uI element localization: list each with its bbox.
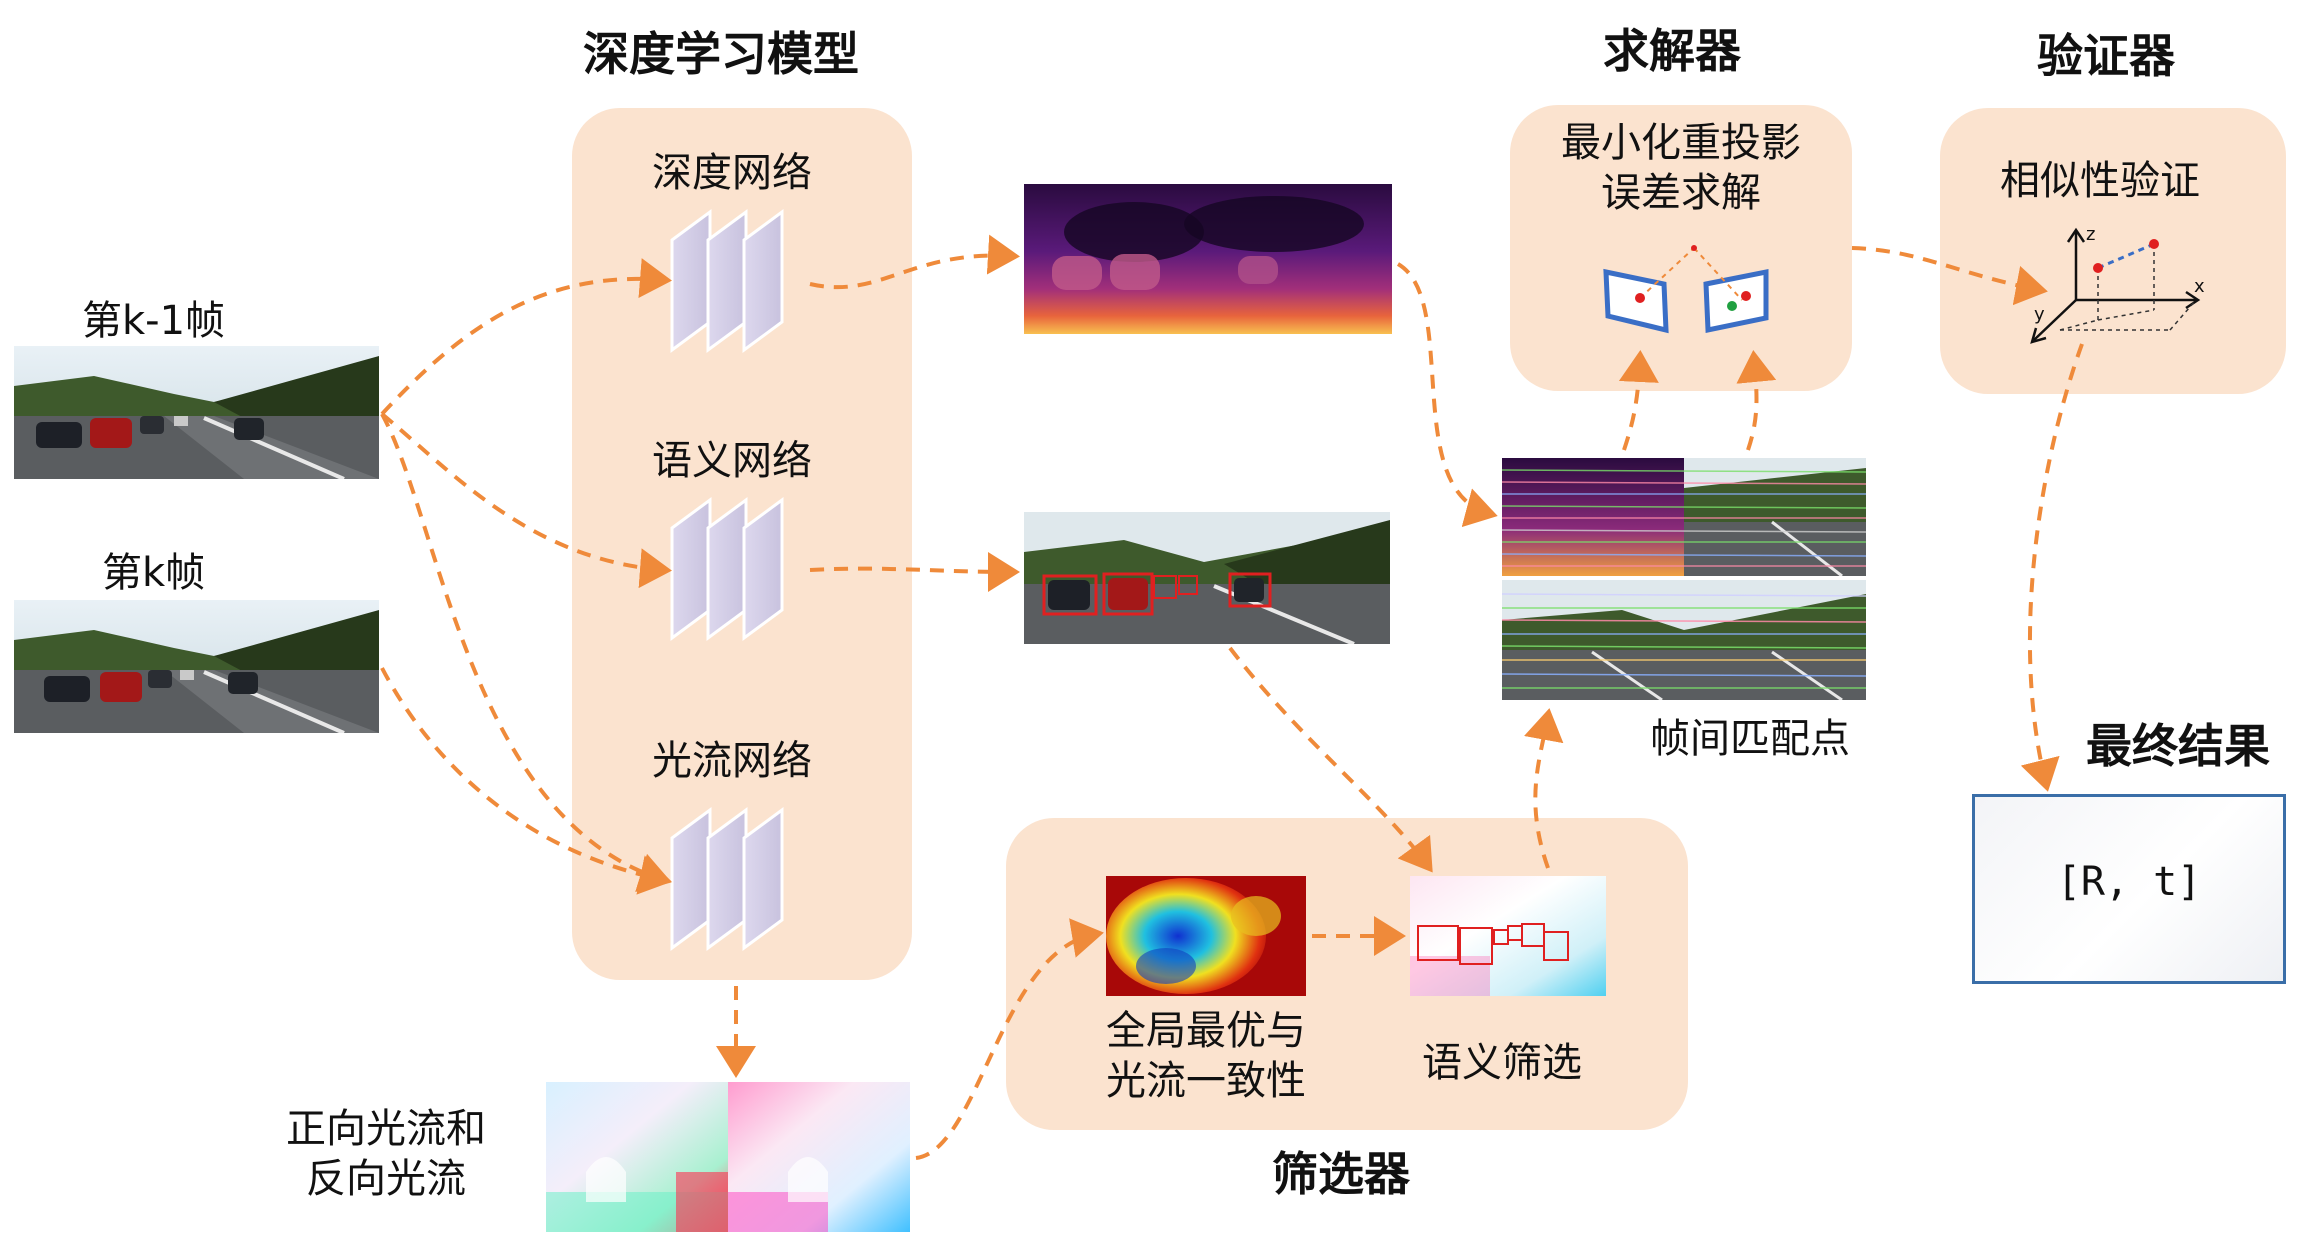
forward-flow-image (546, 1082, 728, 1232)
solver-panel (1510, 105, 1852, 391)
prev-frame-label: 第k-1帧 (82, 298, 226, 344)
solver-box-line2: 误差求解 (1601, 170, 1761, 216)
verifier-panel (1940, 108, 2286, 394)
matches-bottom-image (1502, 580, 1866, 700)
arrow-semanticfilter-to-matches (1524, 708, 1564, 869)
global-consistency-label: 全局最优与 光流一致性 (1086, 1006, 1326, 1106)
flow-output-label: 正向光流和 反向光流 (276, 1104, 496, 1204)
arrow-verifier-to-result (2020, 343, 2084, 792)
arrow-depth-to-depthmap (809, 234, 1020, 290)
matches-label: 帧间匹配点 (1650, 716, 1850, 762)
global-consistency-line2: 光流一致性 (1106, 1058, 1306, 1104)
verifier-heading: 验证器 (2037, 29, 2175, 83)
final-result-value: [R, t] (2056, 859, 2202, 905)
arrow-prev-to-flow (380, 413, 672, 892)
flow-network-label: 光流网络 (652, 738, 812, 784)
arrow-depthmap-to-matches (1396, 262, 1498, 528)
solver-heading: 求解器 (1603, 24, 1741, 78)
semantic-filter-image (1410, 876, 1606, 996)
camera-frame-right (1703, 268, 1769, 334)
semantic-network-label: 语义网络 (652, 438, 812, 484)
depth-map-image (1024, 184, 1392, 334)
semantic-filter-label: 语义筛选 (1422, 1040, 1582, 1086)
flow-output-line1: 正向光流和 (286, 1106, 486, 1152)
arrow-prev-to-semantic (380, 412, 672, 589)
flow-output-line2: 反向光流 (306, 1156, 466, 1202)
arrow-semantic-to-detection (809, 551, 1020, 592)
axis-x-label: x (2194, 276, 2205, 297)
axis-y-label: y (2034, 304, 2045, 325)
semantic-detection-image (1024, 512, 1390, 644)
deep-model-heading: 深度学习模型 (583, 27, 859, 81)
prev-frame-image (14, 346, 379, 479)
semantic-network-layers (670, 497, 784, 641)
depth-network-layers (670, 209, 784, 353)
solver-box-label: 最小化重投影 误差求解 (1520, 118, 1842, 218)
matches-top-image (1502, 458, 1866, 576)
arrow-prev-to-depth (380, 258, 672, 416)
curr-frame-image (14, 600, 379, 733)
arrow-matches-to-solver-left (1618, 350, 1659, 451)
filter-heading: 筛选器 (1272, 1147, 1410, 1201)
final-result-box: [R, t] (1972, 794, 2286, 984)
global-consistency-heatmap (1106, 876, 1306, 996)
verifier-box-label: 相似性验证 (2000, 158, 2200, 204)
arrow-solver-to-verifier (1851, 246, 2048, 306)
flow-network-layers (670, 807, 784, 951)
arrow-flowoutput-to-heatmap (915, 918, 1104, 1160)
global-consistency-line1: 全局最优与 (1106, 1008, 1306, 1054)
backward-flow-image (728, 1082, 910, 1232)
solver-box-line1: 最小化重投影 (1561, 120, 1801, 166)
curr-frame-label: 第k帧 (102, 550, 206, 596)
arrow-matches-to-solver-right (1736, 350, 1777, 451)
final-result-heading: 最终结果 (2086, 719, 2270, 773)
arrow-curr-to-flow (380, 667, 672, 895)
axis-z-label: z (2086, 224, 2095, 245)
depth-network-label: 深度网络 (652, 150, 812, 196)
arrow-detection-to-semanticfilter (1228, 646, 1433, 873)
